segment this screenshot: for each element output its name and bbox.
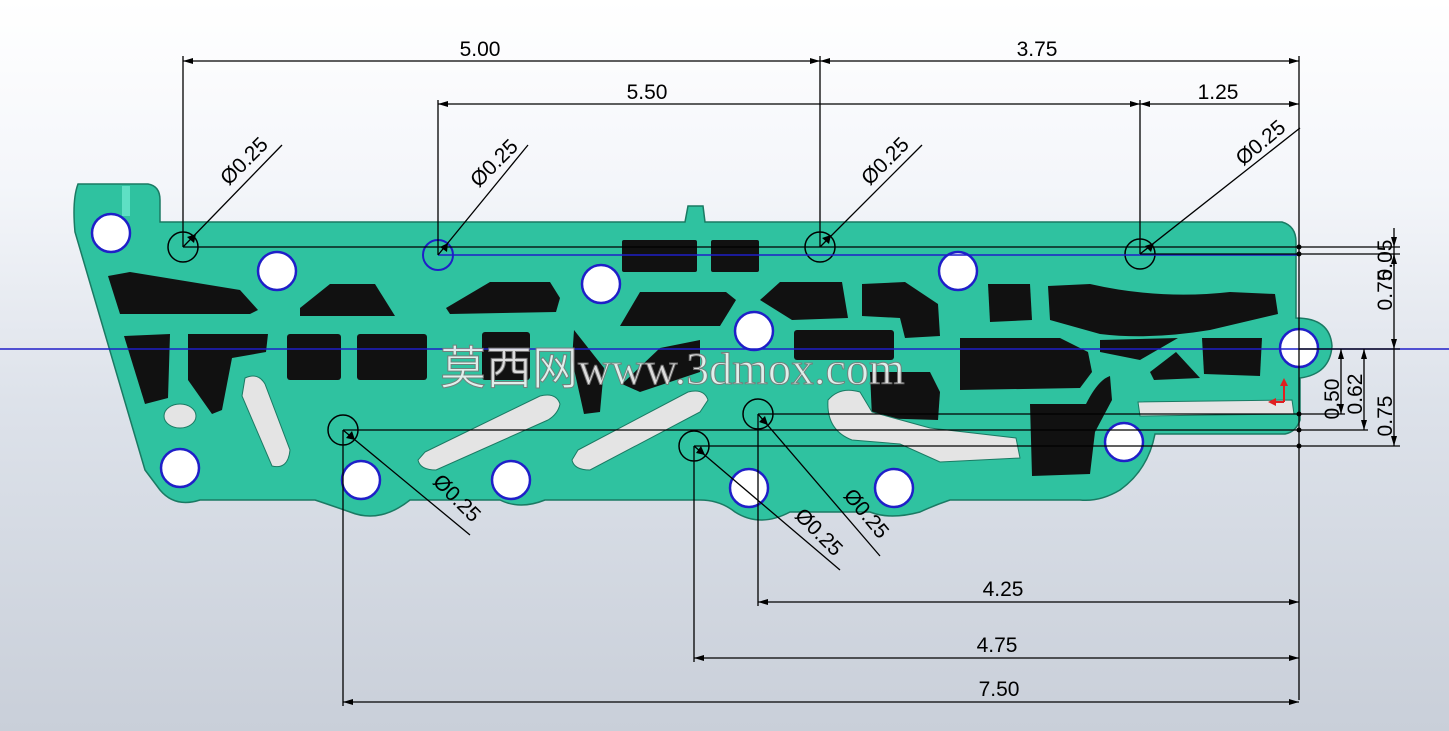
part-outline[interactable]	[73, 183, 1333, 521]
part-tab	[122, 186, 130, 216]
dim-0-75-upper[interactable]: 0.75	[1374, 270, 1397, 311]
dimension-arrows	[183, 58, 1397, 705]
dim-4-25[interactable]: 4.25	[983, 578, 1024, 601]
dim-0-75-lower[interactable]: 0.75	[1374, 396, 1397, 437]
dim-1-25[interactable]: 1.25	[1198, 81, 1239, 104]
dim-7-50[interactable]: 7.50	[979, 678, 1020, 701]
dim-0-62[interactable]: 0.62	[1344, 374, 1367, 415]
dim-0-50[interactable]: 0.50	[1321, 379, 1344, 420]
gasket-part[interactable]	[73, 183, 1333, 521]
dim-0-05[interactable]: 0.05	[1374, 240, 1397, 281]
dim-3-75[interactable]: 3.75	[1017, 38, 1058, 61]
dim-4-75[interactable]: 4.75	[977, 634, 1018, 657]
coordinate-origin-icon	[1268, 378, 1288, 406]
dim-5-00[interactable]: 5.00	[460, 38, 501, 61]
dim-5-50[interactable]: 5.50	[627, 81, 668, 104]
cutouts	[108, 240, 1278, 476]
hole-callout[interactable]: Ø0.25	[466, 135, 523, 192]
dimension-geometry	[182, 56, 1400, 706]
watermark-text: 莫西网www.3dmox.com	[440, 343, 905, 394]
hole-callout[interactable]: Ø0.25	[216, 133, 273, 190]
